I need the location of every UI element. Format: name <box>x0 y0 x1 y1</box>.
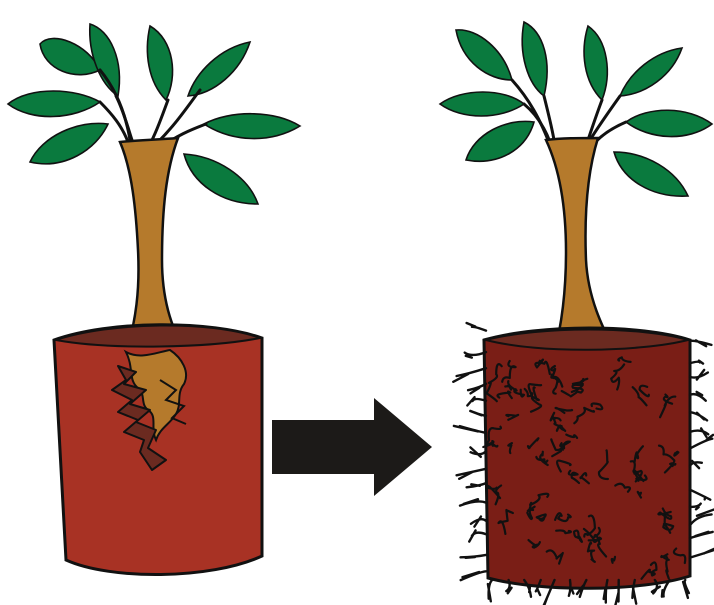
outer-root <box>468 384 486 394</box>
outer-root <box>467 323 486 331</box>
outer-root <box>454 426 486 433</box>
outer-root <box>460 499 486 505</box>
outer-root <box>470 447 486 456</box>
outer-root <box>690 461 702 468</box>
outer-root <box>690 532 713 538</box>
leaf <box>466 121 534 161</box>
outer-root <box>690 392 706 401</box>
outer-root <box>690 412 707 420</box>
outer-root <box>690 428 708 437</box>
leaf <box>584 26 607 100</box>
right-arrow-icon <box>272 398 432 496</box>
left-trunk <box>120 138 186 354</box>
outer-root <box>461 555 487 558</box>
leaf <box>440 92 524 116</box>
leaf <box>30 123 108 163</box>
outer-root <box>467 483 486 487</box>
outer-root <box>488 580 492 601</box>
outer-root <box>453 368 486 382</box>
after-panel <box>440 22 714 605</box>
outer-root <box>457 469 486 479</box>
outer-root <box>690 435 713 449</box>
leaf <box>620 48 682 96</box>
leaf <box>90 24 120 96</box>
right-branches <box>512 80 626 146</box>
outer-root <box>470 411 486 416</box>
outer-root <box>690 361 703 364</box>
leaf <box>188 42 250 96</box>
leaf <box>456 30 512 80</box>
leaf <box>184 154 258 204</box>
outer-root <box>683 580 689 598</box>
before-panel <box>8 24 300 575</box>
leaf <box>204 114 300 139</box>
leaf <box>626 110 712 136</box>
leaf <box>8 91 100 117</box>
outer-root <box>467 397 486 405</box>
leaf <box>614 152 688 196</box>
leaf <box>147 26 172 100</box>
outer-root <box>690 490 710 500</box>
outer-root <box>690 509 714 525</box>
outer-root <box>469 530 486 541</box>
outer-root <box>690 504 701 510</box>
outer-root <box>690 548 714 558</box>
outer-root <box>461 571 486 580</box>
outer-root <box>690 340 711 346</box>
right-trunk <box>546 138 616 354</box>
outer-root <box>471 517 486 527</box>
leaf <box>522 22 547 96</box>
outer-root <box>690 370 708 380</box>
